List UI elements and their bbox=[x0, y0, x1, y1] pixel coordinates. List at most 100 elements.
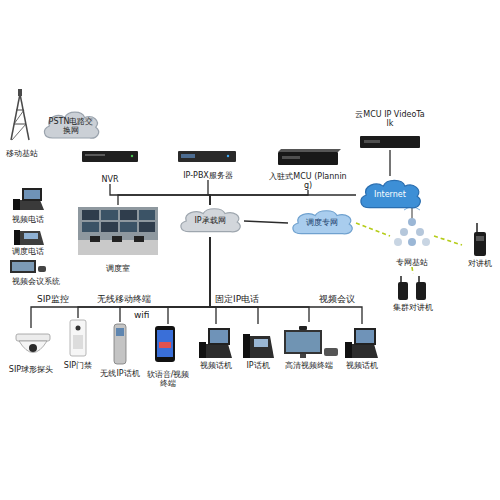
device-node: 视频会议系统 bbox=[0, 258, 72, 286]
phone-base bbox=[14, 200, 44, 210]
node-label: 调度室 bbox=[106, 264, 130, 273]
network-link bbox=[110, 184, 210, 205]
node-label: 视频话机 bbox=[200, 361, 232, 370]
camera-lens bbox=[29, 344, 37, 352]
device-node: 高清视频终端 bbox=[278, 322, 340, 370]
conference-screen bbox=[10, 260, 36, 273]
dispatch-room-photo bbox=[78, 207, 158, 255]
node-label: 调度电话 bbox=[12, 247, 44, 256]
network-cloud: IP承载网 bbox=[176, 205, 244, 237]
phone-screen bbox=[354, 328, 376, 345]
base-node bbox=[408, 238, 416, 246]
node-label: IP话机 bbox=[246, 361, 269, 370]
mcu-device bbox=[278, 152, 338, 165]
device-node: NVR bbox=[78, 148, 142, 184]
dispatch-monitor bbox=[134, 236, 144, 242]
wireless-phone-display bbox=[116, 328, 124, 336]
door-access-unit bbox=[70, 320, 86, 356]
network-link bbox=[210, 237, 216, 324]
nvr-detail bbox=[85, 154, 105, 156]
node-label: 移动基站 bbox=[6, 149, 38, 158]
dispatch-screen bbox=[101, 210, 118, 220]
radio-antenna bbox=[476, 223, 478, 233]
network-link bbox=[210, 237, 362, 324]
base-node bbox=[416, 228, 424, 236]
radio-antenna bbox=[418, 276, 420, 283]
radio-display bbox=[476, 236, 484, 241]
node-label: 调度专网 bbox=[306, 218, 338, 227]
node-label: 视频电话 bbox=[12, 215, 44, 224]
hd-display bbox=[286, 332, 320, 352]
smartphone bbox=[155, 326, 175, 362]
radio-body bbox=[416, 282, 426, 300]
conference-camera bbox=[38, 266, 46, 272]
node-label: 软语音/视频终端 bbox=[146, 370, 190, 388]
node-label: 视频话机 bbox=[346, 361, 378, 370]
phone-screen bbox=[22, 188, 42, 201]
node-label: IP承载网 bbox=[194, 216, 225, 225]
pbx-panel bbox=[181, 154, 195, 158]
network-link bbox=[78, 237, 210, 318]
mcu-detail bbox=[282, 156, 300, 159]
tower-leg bbox=[20, 94, 29, 140]
camera-dome bbox=[19, 341, 47, 353]
dispatch-screen bbox=[139, 222, 155, 232]
door-keypad bbox=[73, 335, 83, 349]
network-link bbox=[210, 237, 258, 324]
phone-handset bbox=[199, 342, 206, 358]
node-label: IP-PBX服务器 bbox=[183, 171, 233, 180]
cloud-mcu-device bbox=[360, 136, 420, 148]
network-cloud: 调度专网 bbox=[288, 207, 356, 239]
device-node: 视频话机 bbox=[194, 324, 238, 370]
tower-brace bbox=[16, 110, 24, 111]
radio-antenna bbox=[400, 276, 402, 283]
dispatch-monitor bbox=[90, 236, 100, 242]
node-label: SIP球形探头 bbox=[9, 365, 53, 374]
device-node: 视频电话 bbox=[4, 186, 52, 224]
cloud-outline bbox=[181, 209, 240, 232]
network-link bbox=[118, 195, 210, 205]
dispatch-screen bbox=[82, 222, 99, 232]
base-node bbox=[408, 218, 416, 226]
device-node: 云MCU IP VideoTalk bbox=[355, 110, 425, 150]
network-link bbox=[210, 190, 308, 205]
base-node bbox=[400, 228, 408, 236]
phone-display bbox=[24, 233, 38, 239]
category-label: 视频会议 bbox=[318, 294, 356, 304]
dispatch-desk bbox=[78, 240, 158, 255]
tower-brace bbox=[14, 124, 26, 125]
tower-brace bbox=[14, 110, 24, 124]
dispatch-monitor bbox=[112, 236, 122, 242]
dispatch-screen bbox=[82, 210, 99, 220]
phone-display bbox=[24, 190, 40, 199]
device-node: 专网基站 bbox=[390, 205, 434, 267]
phone-display bbox=[254, 339, 268, 347]
phone-display bbox=[210, 330, 228, 343]
node-label: 高清视频终端 bbox=[285, 361, 333, 370]
smartphone-icon bbox=[159, 342, 171, 348]
category-label: SIP监控 bbox=[36, 294, 70, 304]
radio-link bbox=[434, 236, 462, 245]
cloud-outline bbox=[361, 180, 420, 207]
pbx-led bbox=[227, 155, 229, 157]
network-link bbox=[168, 237, 210, 324]
tower-brace bbox=[12, 124, 26, 140]
node-label: 无线IP话机 bbox=[100, 369, 139, 378]
node-label: NVR bbox=[101, 175, 118, 184]
pbx-device bbox=[178, 151, 236, 162]
phone-handset bbox=[13, 199, 20, 210]
network-link bbox=[210, 237, 309, 322]
node-label: SIP门禁 bbox=[64, 361, 92, 370]
phone-handset bbox=[345, 342, 352, 358]
radio-body bbox=[474, 232, 486, 256]
cloud-outline bbox=[293, 211, 352, 234]
node-label: 视频会议系统 bbox=[12, 277, 60, 286]
device-node: 入驻式MCU (Planning) bbox=[268, 148, 348, 190]
phone-base bbox=[14, 231, 44, 245]
device-node: IP-PBX服务器 bbox=[168, 148, 248, 180]
phone-handset bbox=[243, 334, 250, 358]
